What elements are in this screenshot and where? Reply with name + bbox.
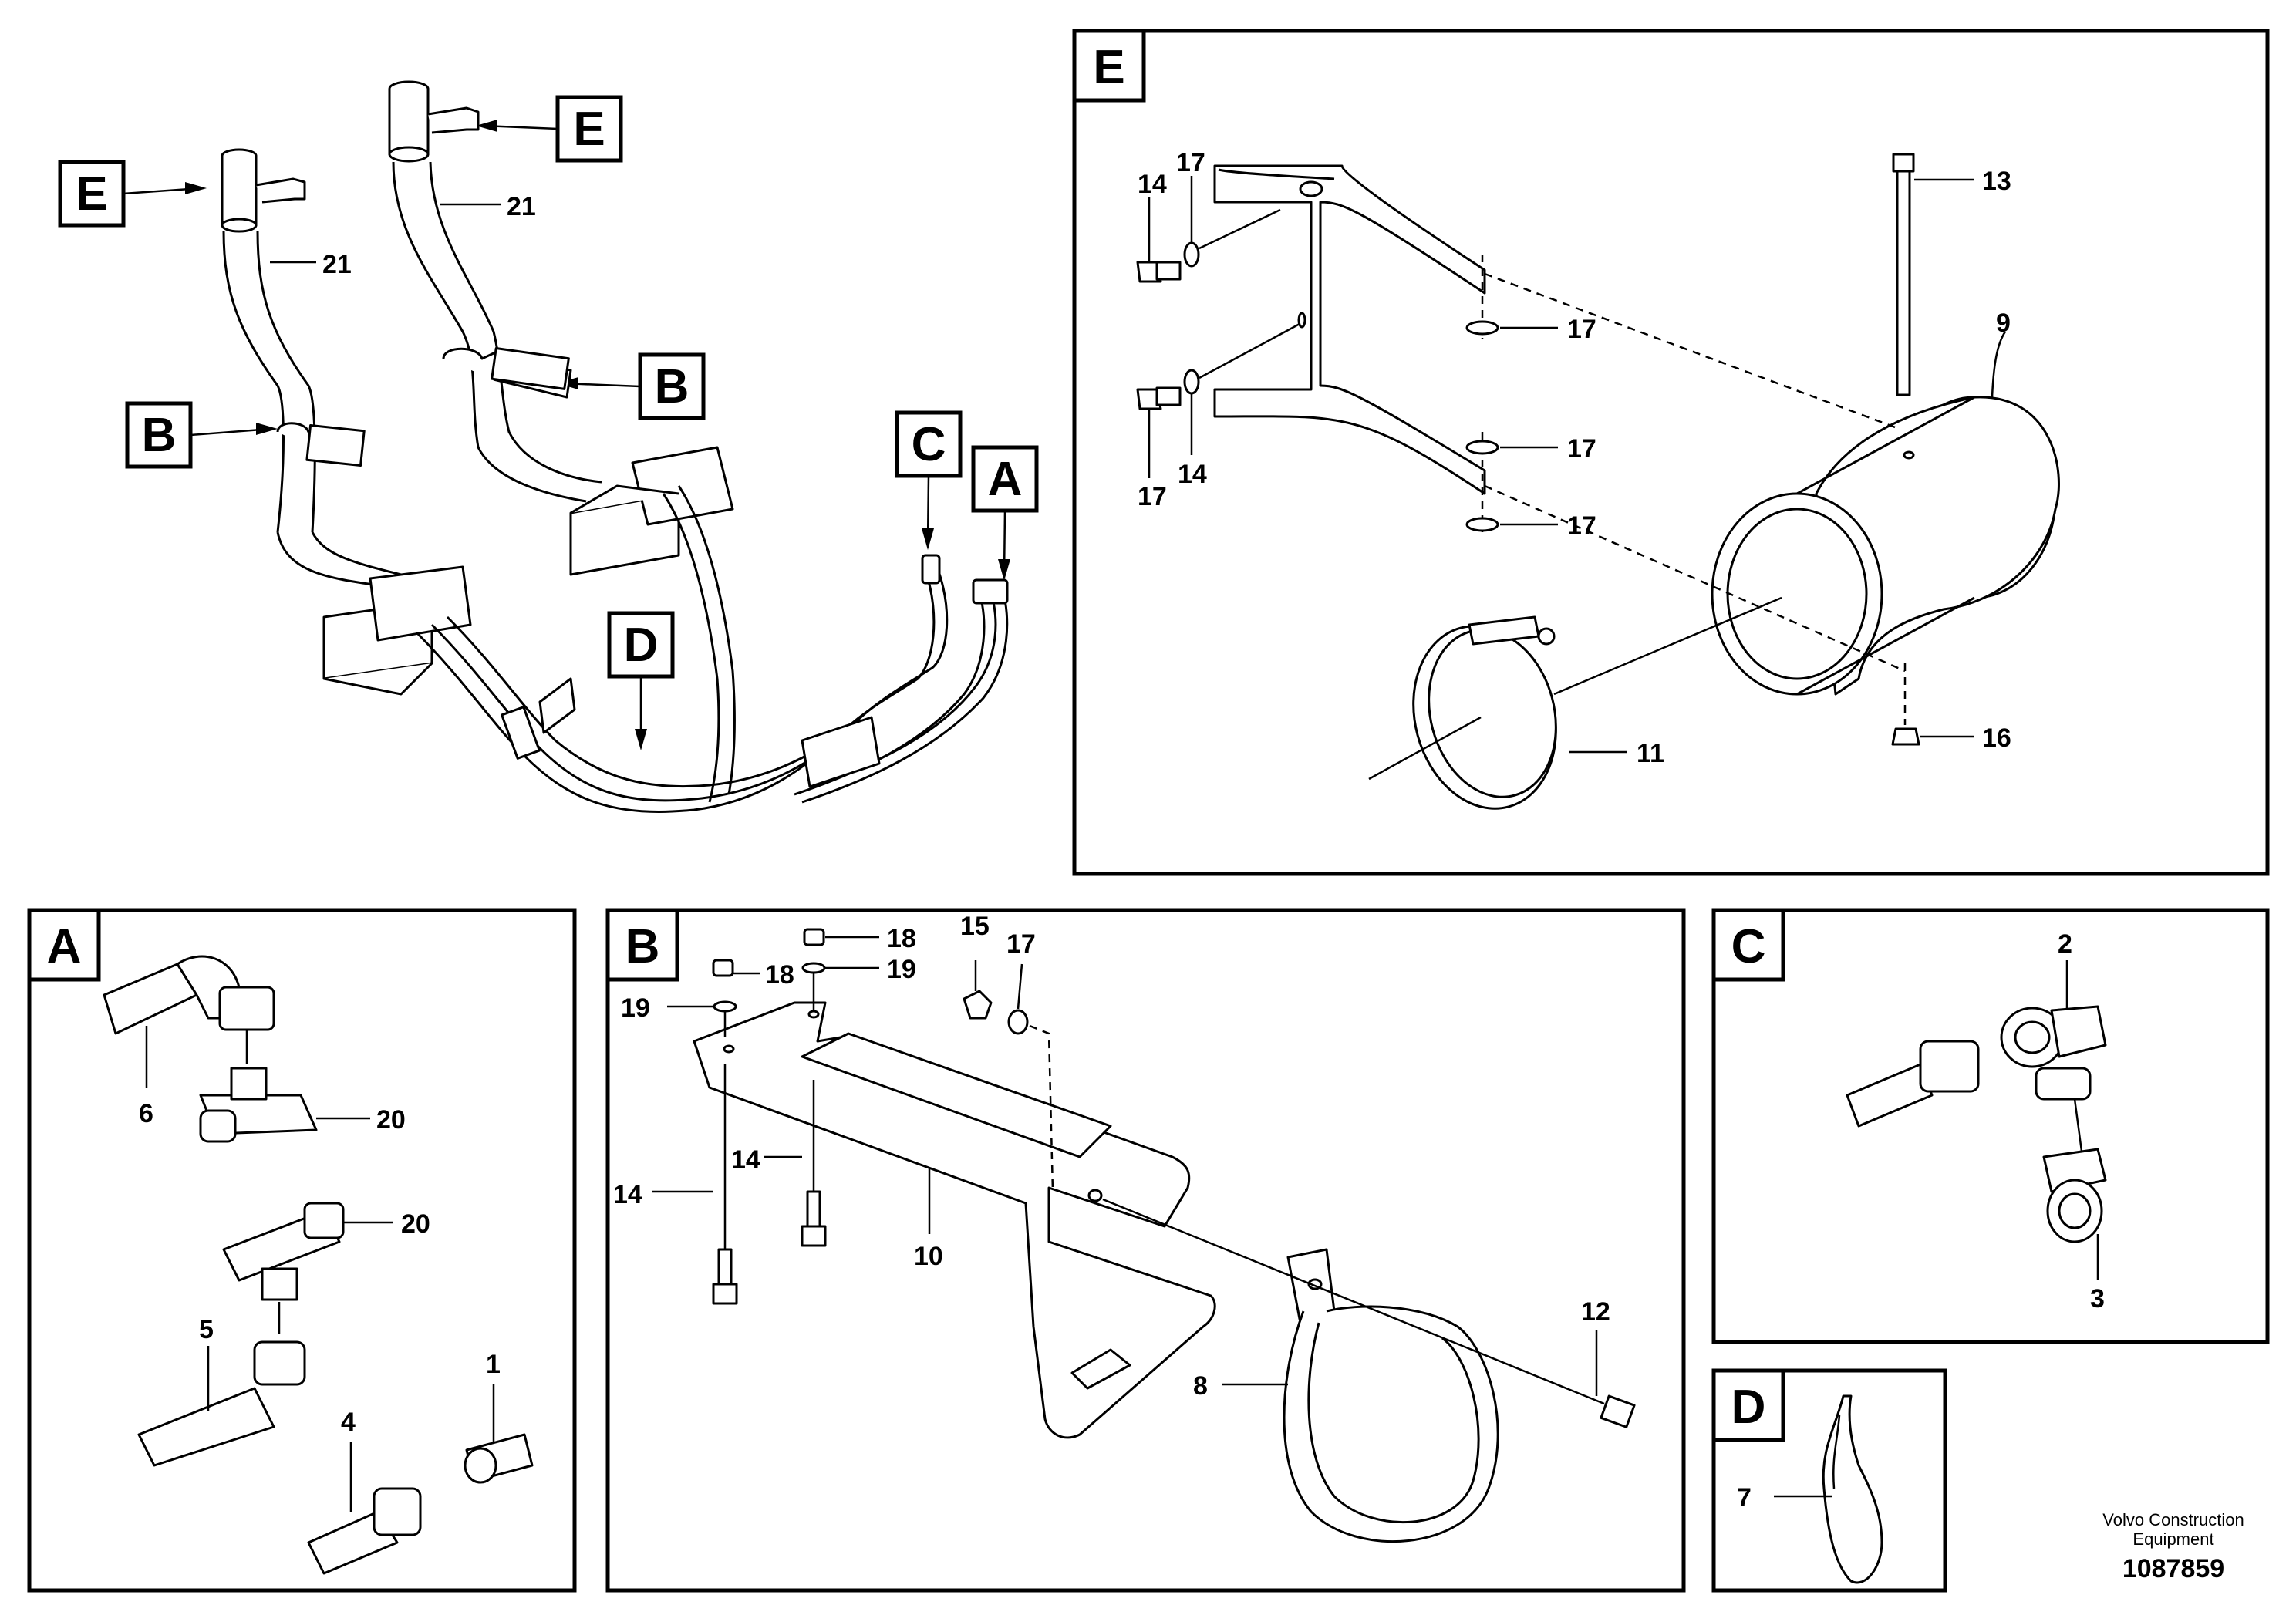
footer-company-line2: Equipment	[2132, 1529, 2213, 1549]
hose-left: 21	[221, 148, 472, 696]
overview-assembly: E E B B C	[58, 80, 1039, 813]
panel-e-tag: E	[1093, 41, 1124, 94]
label-1: 1	[486, 1350, 501, 1379]
label-12: 12	[1581, 1297, 1610, 1327]
label-20-lower: 20	[401, 1209, 430, 1239]
label-17-b: 17	[1006, 929, 1036, 959]
callout-b-right-text: B	[655, 360, 689, 413]
label-21-right: 21	[507, 192, 536, 221]
footer-company-line1: Volvo Construction	[2102, 1510, 2244, 1529]
callout-a-text: A	[988, 453, 1023, 506]
label-2: 2	[2058, 929, 2072, 959]
callout-d-text: D	[624, 619, 659, 672]
label-15: 15	[960, 912, 990, 941]
label-3: 3	[2090, 1284, 2105, 1313]
label-7: 7	[1737, 1483, 1752, 1512]
callout-e-top-text: E	[573, 103, 605, 156]
label-14-lower: 17	[1138, 482, 1167, 511]
label-16: 16	[1982, 723, 2011, 753]
wiring-harness	[415, 485, 1009, 813]
callout-e-top: E	[476, 95, 623, 163]
label-10: 10	[914, 1242, 943, 1271]
callout-c: C	[895, 410, 963, 550]
label-18-left: 18	[765, 960, 794, 990]
footer: Volvo Construction Equipment 1087859	[2102, 1510, 2244, 1583]
callout-e-left: E	[58, 160, 207, 228]
panel-a-tag: A	[47, 920, 82, 973]
drawing-number: 1087859	[2122, 1554, 2224, 1583]
label-4: 4	[341, 1408, 356, 1437]
label-14-upper: 14	[1138, 170, 1167, 199]
callout-b-right: B	[557, 352, 706, 420]
label-17-r1: 17	[1567, 315, 1596, 344]
label-19-left: 19	[621, 993, 650, 1023]
label-17-r2: 17	[1567, 434, 1596, 464]
callout-e-left-text: E	[76, 167, 107, 221]
panel-b: B 10 18 19 18 19 15 17	[605, 908, 1686, 1593]
label-13: 13	[1982, 167, 2011, 196]
label-17-r3: 17	[1567, 511, 1596, 541]
label-17-upper: 17	[1176, 148, 1205, 177]
panel-d: D 7	[1711, 1368, 1947, 1593]
label-5: 5	[199, 1315, 214, 1344]
label-9: 9	[1996, 309, 2011, 338]
label-8: 8	[1193, 1371, 1208, 1401]
label-11: 11	[1637, 739, 1664, 768]
hose-right: 21	[388, 80, 734, 576]
label-14-b1: 14	[731, 1145, 760, 1175]
label-14-b2: 14	[613, 1180, 642, 1209]
label-18-top: 18	[887, 924, 916, 953]
panel-c: C 2 3	[1711, 908, 2270, 1344]
callout-c-text: C	[912, 418, 946, 471]
panel-c-tag: C	[1731, 920, 1766, 973]
callout-d: D	[607, 611, 675, 750]
panel-d-tag: D	[1731, 1381, 1766, 1434]
label-21-left: 21	[322, 250, 352, 279]
label-19-top: 19	[887, 955, 916, 984]
label-20-top: 20	[376, 1105, 406, 1135]
callout-a: A	[971, 445, 1039, 581]
panel-a: A 6 20 20 5 4 1	[27, 908, 577, 1593]
callout-b-left-text: B	[142, 409, 177, 462]
panel-b-tag: B	[625, 920, 660, 973]
label-17-lower: 14	[1178, 460, 1207, 489]
label-6: 6	[139, 1099, 153, 1128]
panel-e: E 13 9 11 16	[1072, 29, 2270, 876]
callout-b-left: B	[125, 401, 278, 469]
